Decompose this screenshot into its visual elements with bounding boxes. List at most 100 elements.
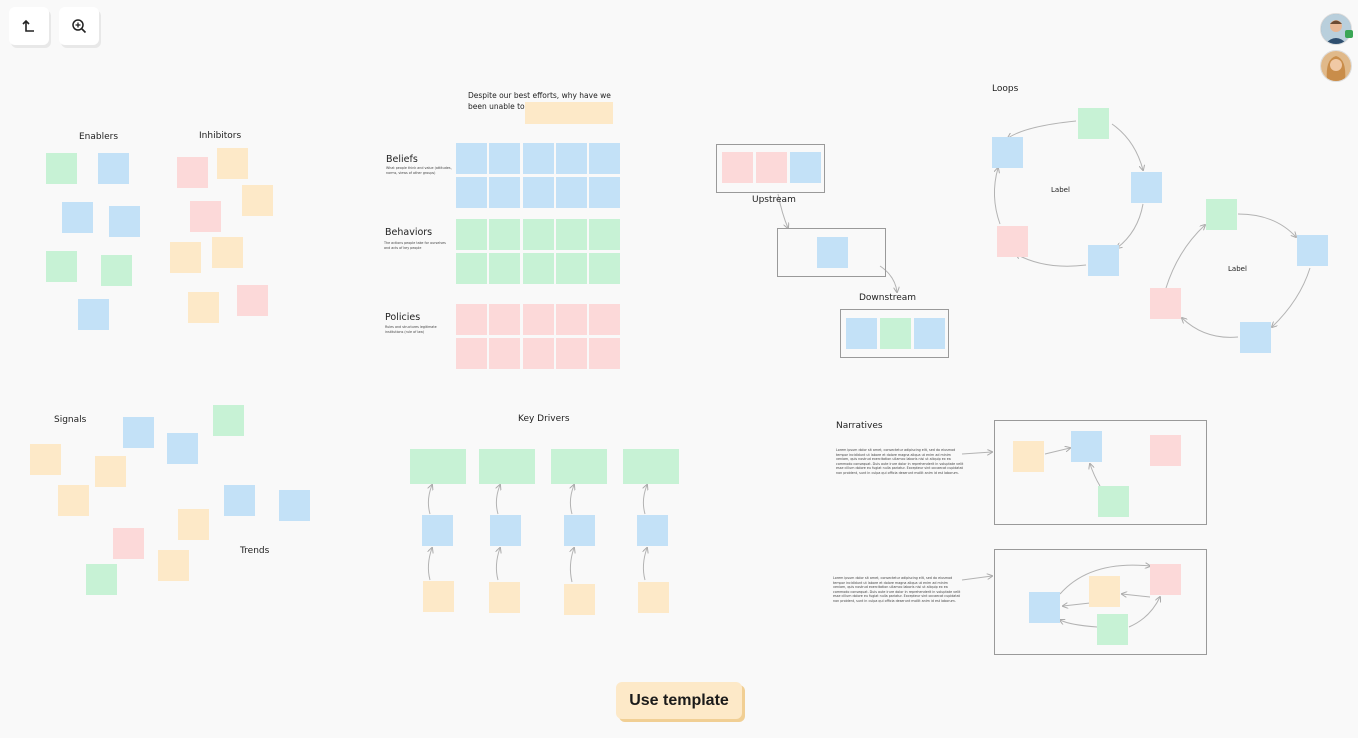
sticky-note[interactable] <box>242 185 273 216</box>
sticky-note[interactable] <box>756 152 787 183</box>
sticky-note[interactable] <box>914 318 945 349</box>
sticky-note[interactable] <box>158 550 189 581</box>
grid-sticky-note[interactable] <box>456 177 487 208</box>
grid-sticky-note[interactable] <box>489 143 520 174</box>
sticky-note[interactable] <box>1013 441 1044 472</box>
grid-sticky-note[interactable] <box>589 177 620 208</box>
sticky-note[interactable] <box>109 206 140 237</box>
sticky-note[interactable] <box>423 581 454 612</box>
grid-sticky-note[interactable] <box>489 253 520 284</box>
driver-card[interactable] <box>623 449 679 484</box>
grid-sticky-note[interactable] <box>556 304 587 335</box>
sticky-note[interactable] <box>1206 199 1237 230</box>
sticky-note[interactable] <box>123 417 154 448</box>
grid-sticky-note[interactable] <box>556 143 587 174</box>
sticky-note[interactable] <box>95 456 126 487</box>
sticky-note[interactable] <box>86 564 117 595</box>
sticky-note[interactable] <box>30 444 61 475</box>
sticky-note[interactable] <box>722 152 753 183</box>
sticky-note[interactable] <box>1150 288 1181 319</box>
sticky-note[interactable] <box>997 226 1028 257</box>
sticky-note[interactable] <box>190 201 221 232</box>
sticky-note[interactable] <box>1150 564 1181 595</box>
sticky-note[interactable] <box>564 584 595 615</box>
driver-card[interactable] <box>551 449 607 484</box>
grid-sticky-note[interactable] <box>456 143 487 174</box>
sticky-note[interactable] <box>1029 592 1060 623</box>
sticky-note[interactable] <box>1150 435 1181 466</box>
sticky-note[interactable] <box>101 255 132 286</box>
answer-note[interactable] <box>525 102 613 124</box>
sticky-note[interactable] <box>217 148 248 179</box>
grid-sticky-note[interactable] <box>456 338 487 369</box>
grid-sticky-note[interactable] <box>456 304 487 335</box>
grid-sticky-note[interactable] <box>523 253 554 284</box>
midstream-frame[interactable] <box>777 228 886 277</box>
grid-sticky-note[interactable] <box>589 143 620 174</box>
grid-sticky-note[interactable] <box>523 338 554 369</box>
grid-sticky-note[interactable] <box>556 219 587 250</box>
grid-sticky-note[interactable] <box>556 177 587 208</box>
upstream-frame[interactable] <box>716 144 825 193</box>
sticky-note[interactable] <box>1078 108 1109 139</box>
sticky-note[interactable] <box>1098 486 1129 517</box>
grid-sticky-note[interactable] <box>523 219 554 250</box>
sticky-note[interactable] <box>188 292 219 323</box>
sticky-note[interactable] <box>237 285 268 316</box>
sticky-note[interactable] <box>1071 431 1102 462</box>
downstream-frame[interactable] <box>840 309 949 358</box>
sticky-note[interactable] <box>46 153 77 184</box>
sticky-note[interactable] <box>564 515 595 546</box>
sticky-note[interactable] <box>1297 235 1328 266</box>
grid-sticky-note[interactable] <box>589 304 620 335</box>
sticky-note[interactable] <box>489 582 520 613</box>
sticky-note[interactable] <box>213 405 244 436</box>
avatar-woman[interactable] <box>1320 50 1352 82</box>
grid-sticky-note[interactable] <box>523 304 554 335</box>
sticky-note[interactable] <box>490 515 521 546</box>
sticky-note[interactable] <box>212 237 243 268</box>
sticky-note[interactable] <box>224 485 255 516</box>
zoom-in-button[interactable] <box>59 7 99 45</box>
narrative-frame[interactable] <box>994 420 1207 525</box>
grid-sticky-note[interactable] <box>523 177 554 208</box>
sticky-note[interactable] <box>1240 322 1271 353</box>
use-template-button[interactable]: Use template <box>616 682 742 719</box>
sticky-note[interactable] <box>637 515 668 546</box>
sticky-note[interactable] <box>846 318 877 349</box>
sticky-note[interactable] <box>279 490 310 521</box>
grid-sticky-note[interactable] <box>589 338 620 369</box>
sticky-note[interactable] <box>1089 576 1120 607</box>
back-button[interactable] <box>9 7 49 45</box>
sticky-note[interactable] <box>62 202 93 233</box>
sticky-note[interactable] <box>1088 245 1119 276</box>
grid-sticky-note[interactable] <box>489 219 520 250</box>
sticky-note[interactable] <box>167 433 198 464</box>
sticky-note[interactable] <box>1131 172 1162 203</box>
avatar-man[interactable] <box>1320 13 1352 45</box>
narrative-frame[interactable] <box>994 549 1207 655</box>
sticky-note[interactable] <box>880 318 911 349</box>
grid-sticky-note[interactable] <box>556 338 587 369</box>
grid-sticky-note[interactable] <box>556 253 587 284</box>
grid-sticky-note[interactable] <box>589 253 620 284</box>
sticky-note[interactable] <box>817 237 848 268</box>
grid-sticky-note[interactable] <box>523 143 554 174</box>
sticky-note[interactable] <box>58 485 89 516</box>
sticky-note[interactable] <box>170 242 201 273</box>
grid-sticky-note[interactable] <box>456 253 487 284</box>
grid-sticky-note[interactable] <box>489 338 520 369</box>
sticky-note[interactable] <box>1097 614 1128 645</box>
sticky-note[interactable] <box>790 152 821 183</box>
grid-sticky-note[interactable] <box>589 219 620 250</box>
grid-sticky-note[interactable] <box>456 219 487 250</box>
grid-sticky-note[interactable] <box>489 304 520 335</box>
driver-card[interactable] <box>479 449 535 484</box>
driver-card[interactable] <box>410 449 466 484</box>
sticky-note[interactable] <box>113 528 144 559</box>
sticky-note[interactable] <box>178 509 209 540</box>
sticky-note[interactable] <box>638 582 669 613</box>
sticky-note[interactable] <box>46 251 77 282</box>
sticky-note[interactable] <box>177 157 208 188</box>
sticky-note[interactable] <box>422 515 453 546</box>
